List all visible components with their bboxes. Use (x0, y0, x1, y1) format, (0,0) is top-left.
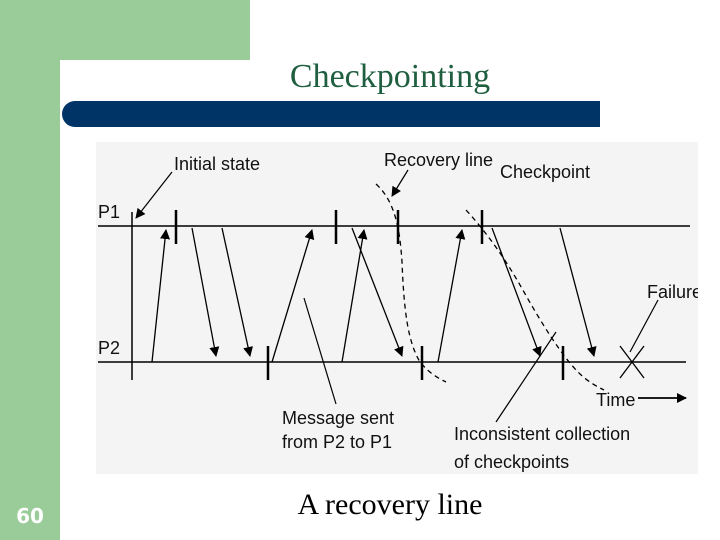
message-arrow (341, 229, 368, 363)
inconsistent-pointer (495, 331, 557, 423)
title-bar (62, 101, 600, 127)
failure-pointer (629, 299, 659, 353)
initial-state-label: Initial state (174, 154, 260, 174)
recovery-line (375, 183, 447, 383)
recovery-line-label: Recovery line (384, 150, 493, 170)
message-arrow (221, 227, 253, 357)
initial-state-pointer (135, 171, 173, 219)
message-label-line1: Message sent (282, 408, 394, 428)
slide-title: Checkpointing (289, 58, 491, 95)
message-arrow (437, 229, 466, 363)
inconsistent-label-line2: of checkpoints (454, 452, 569, 472)
p1-label: P1 (98, 202, 120, 222)
slide-caption: A recovery line (297, 488, 483, 521)
message-arrow (151, 229, 171, 363)
failure-label: Failure (647, 282, 698, 302)
diagram-canvas: P1 P2 Initial state Recovery line Checkp… (98, 150, 698, 472)
recovery-line-diagram: P1 P2 Initial state Recovery line Checkp… (96, 142, 698, 474)
message-pointer (303, 297, 337, 405)
slide-number: 60 (16, 504, 44, 528)
message-label-line2: from P2 to P1 (282, 432, 392, 452)
message-arrow (351, 227, 404, 357)
checkpoint-label: Checkpoint (500, 162, 590, 182)
inconsistent-cut (465, 209, 605, 391)
message-arrow (191, 227, 220, 357)
failure-cross (619, 345, 645, 379)
message-arrow (491, 227, 542, 357)
message-arrow (559, 227, 597, 357)
time-label: Time (596, 390, 635, 410)
p2-label: P2 (98, 338, 120, 358)
inconsistent-label-line1: Inconsistent collection (454, 424, 630, 444)
message-arrow (271, 229, 315, 363)
recovery-line-pointer (391, 169, 409, 197)
green-side-band (0, 0, 60, 540)
